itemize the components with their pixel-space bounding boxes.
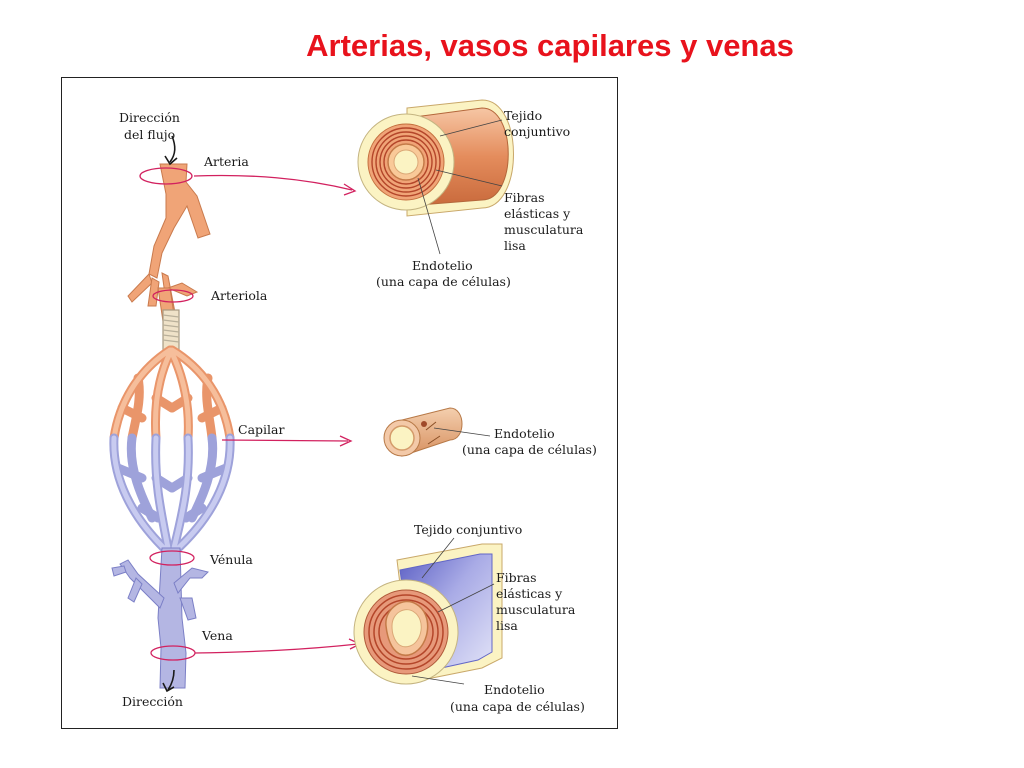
figure-frame: Dirección del flujo Arteria Arteriola Ca… (61, 77, 618, 729)
arteriole-vessel (162, 309, 180, 351)
capillary-bed (109, 345, 235, 557)
flow-arrow-top (164, 135, 178, 166)
vein-fibers-label-2: elásticas y (496, 586, 563, 601)
vessel-tree (109, 135, 362, 693)
flow-top-label-2: del flujo (124, 127, 175, 142)
artery-fibers-label-3: musculatura (504, 222, 584, 237)
flow-arrow-bottom (162, 669, 175, 693)
artery-fibers-label-1: Fibras (504, 190, 545, 205)
artery-section-labels: Tejido conjuntivo Fibras elásticas y mus… (376, 108, 584, 289)
slide-title: Arterias, vasos capilares y venas (306, 28, 794, 63)
artery-label: Arteria (203, 154, 249, 169)
venule-label: Vénula (209, 552, 253, 567)
vein-label: Vena (201, 628, 233, 643)
arteriole-label: Arteriola (210, 288, 268, 303)
artery-vessel (127, 163, 211, 331)
vein-vessel (111, 547, 209, 689)
vein-fibers-label-4: lisa (496, 618, 518, 633)
leader-arrows (193, 174, 362, 654)
vein-fibers-label-1: Fibras (496, 570, 537, 585)
vein-endothelium-label-2: (una capa de células) (450, 699, 585, 714)
artery-connective-label-2: conjuntivo (504, 124, 570, 139)
artery-endothelium-label-2: (una capa de células) (376, 274, 511, 289)
capillary-endothelium-label-2: (una capa de células) (462, 442, 597, 457)
artery-fibers-label-4: lisa (504, 238, 526, 253)
capillary-endothelium-label-1: Endotelio (494, 426, 555, 441)
vein-fibers-label-3: musculatura (496, 602, 576, 617)
vein-section-labels: Tejido conjuntivo Fibras elásticas y mus… (414, 522, 585, 714)
capillary-label: Capilar (238, 422, 284, 437)
artery-connective-label-1: Tejido (504, 108, 542, 123)
flow-top-label-1: Dirección (119, 110, 180, 125)
capillary-section-labels: Endotelio (una capa de células) (462, 426, 597, 457)
circulation-diagram: Dirección del flujo Arteria Arteriola Ca… (109, 99, 597, 714)
left-labels: Dirección del flujo Arteria Arteriola Ca… (119, 110, 284, 709)
artery-fibers-label-2: elásticas y (504, 206, 571, 221)
vein-connective-label: Tejido conjuntivo (414, 522, 522, 537)
flow-bottom-label: Dirección (122, 694, 183, 709)
vein-section (353, 537, 503, 685)
artery-section (357, 99, 514, 255)
artery-endothelium-label-1: Endotelio (412, 258, 473, 273)
vein-endothelium-label-1: Endotelio (484, 682, 545, 697)
capillary-section (383, 407, 491, 457)
